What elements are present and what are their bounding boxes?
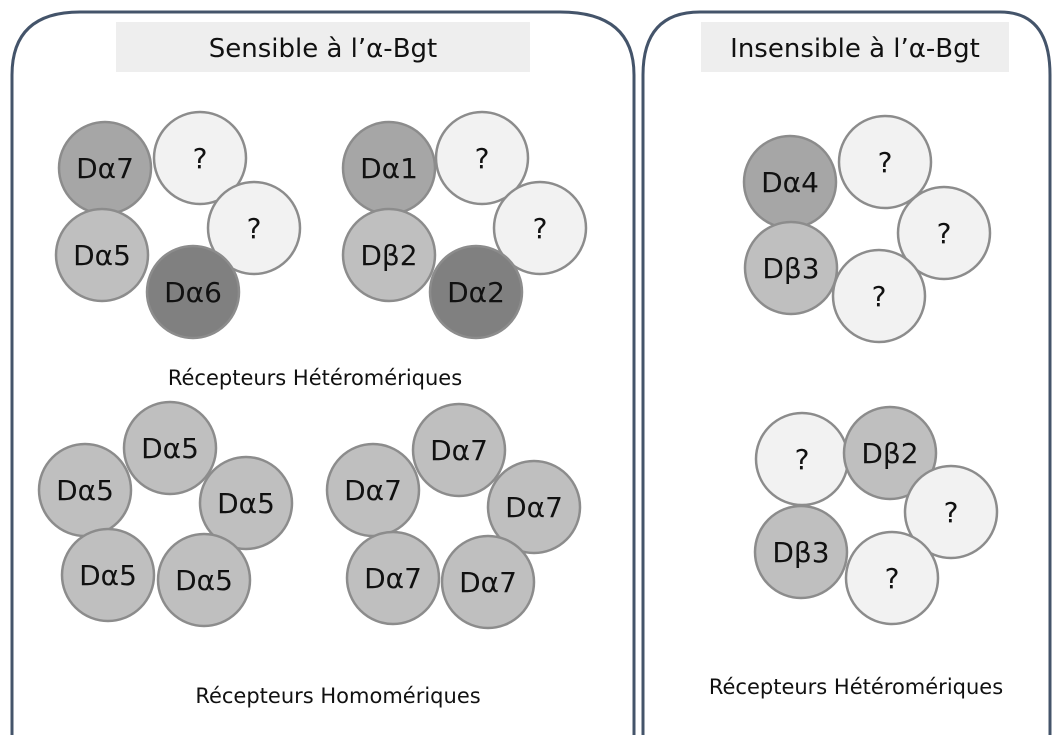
subunit-circle (345, 530, 441, 626)
subunit-circle (842, 405, 938, 501)
unknown-subunit-circle (206, 180, 302, 276)
subunit-circle (156, 532, 252, 628)
unknown-subunit-circle (152, 110, 248, 206)
receptor-group-heteromeric: Dα1?? Dα2 Dβ2 (341, 110, 588, 340)
panel-insensible: Insensible à l’α-Bgt Récepteurs Hétéromé… (641, 10, 1052, 735)
subunit-label: Dα2 (447, 276, 505, 309)
unknown-subunit-circle (896, 185, 992, 281)
panel-sensible-caption-heteromeric: Récepteurs Hétéromériques (168, 366, 462, 390)
panel-sensible-title-box (116, 22, 530, 72)
subunit-label: ? (533, 212, 548, 245)
subunit-label: ? (247, 212, 262, 245)
subunit-label: Dα6 (164, 276, 222, 309)
receptor-group-heteromeric: Dα4??? Dβ3 (742, 114, 992, 344)
panel-insensible-caption-heteromeric: Récepteurs Hétéromériques (709, 675, 1003, 699)
subunit-circle (145, 244, 241, 340)
subunit-circle (753, 504, 849, 600)
subunit-label: ? (475, 142, 490, 175)
subunit-circle (198, 455, 294, 551)
panel-insensible-border (641, 10, 1052, 735)
subunit-circle (60, 527, 156, 623)
panel-sensible-title: Sensible à l’α-Bgt (209, 34, 437, 64)
unknown-subunit-circle (831, 248, 927, 344)
receptor-group-heteromeric: ? Dβ2?? Dβ3 (753, 405, 999, 626)
subunit-label: Dα7 (430, 434, 488, 467)
panel-sensible-caption-homomeric: Récepteurs Homomériques (195, 684, 480, 708)
subunit-label: Dβ2 (360, 239, 417, 272)
subunit-label: Dα5 (56, 474, 114, 507)
subunit-circle (440, 534, 536, 630)
panel-sensible: Sensible à l’α-Bgt Récepteurs Hétéroméri… (10, 10, 636, 735)
subunit-circle (486, 459, 582, 555)
subunit-circle (428, 244, 524, 340)
subunit-label: Dα5 (217, 487, 275, 520)
panel-insensible-title-box (701, 22, 1009, 72)
subunit-label: Dα7 (459, 566, 517, 599)
receptor-group-heteromeric: Dα7?? Dα6 Dα5 (54, 110, 302, 340)
unknown-subunit-circle (434, 110, 530, 206)
subunit-label: Dα7 (76, 152, 134, 185)
subunit-label: ? (885, 562, 900, 595)
subunit-label: Dα7 (505, 491, 563, 524)
subunit-label: Dα4 (761, 166, 819, 199)
panel-insensible-title: Insensible à l’α-Bgt (730, 34, 980, 64)
subunit-label: Dβ3 (772, 536, 829, 569)
unknown-subunit-circle (492, 180, 588, 276)
subunit-label: Dβ2 (861, 437, 918, 470)
unknown-subunit-circle (844, 530, 940, 626)
subunit-label: Dα7 (364, 562, 422, 595)
subunit-label: ? (193, 142, 208, 175)
subunit-label: ? (937, 217, 952, 250)
subunit-label: Dα5 (175, 564, 233, 597)
subunit-circle (411, 402, 507, 498)
subunit-circle (341, 207, 437, 303)
subunit-label: Dα1 (360, 152, 418, 185)
unknown-subunit-circle (837, 114, 933, 210)
subunit-label: ? (872, 280, 887, 313)
subunit-label: Dα7 (344, 474, 402, 507)
subunit-circle (743, 220, 839, 316)
subunit-label: ? (944, 496, 959, 529)
subunit-label: Dα5 (79, 559, 137, 592)
subunit-label: Dβ3 (762, 252, 819, 285)
panel-sensible-border (10, 10, 636, 735)
subunit-label: Dα5 (141, 432, 199, 465)
unknown-subunit-circle (903, 464, 999, 560)
subunit-circle (54, 207, 150, 303)
subunit-label: ? (795, 443, 810, 476)
subunit-circle (122, 400, 218, 496)
subunit-label: Dα5 (73, 239, 131, 272)
subunit-label: ? (878, 146, 893, 179)
